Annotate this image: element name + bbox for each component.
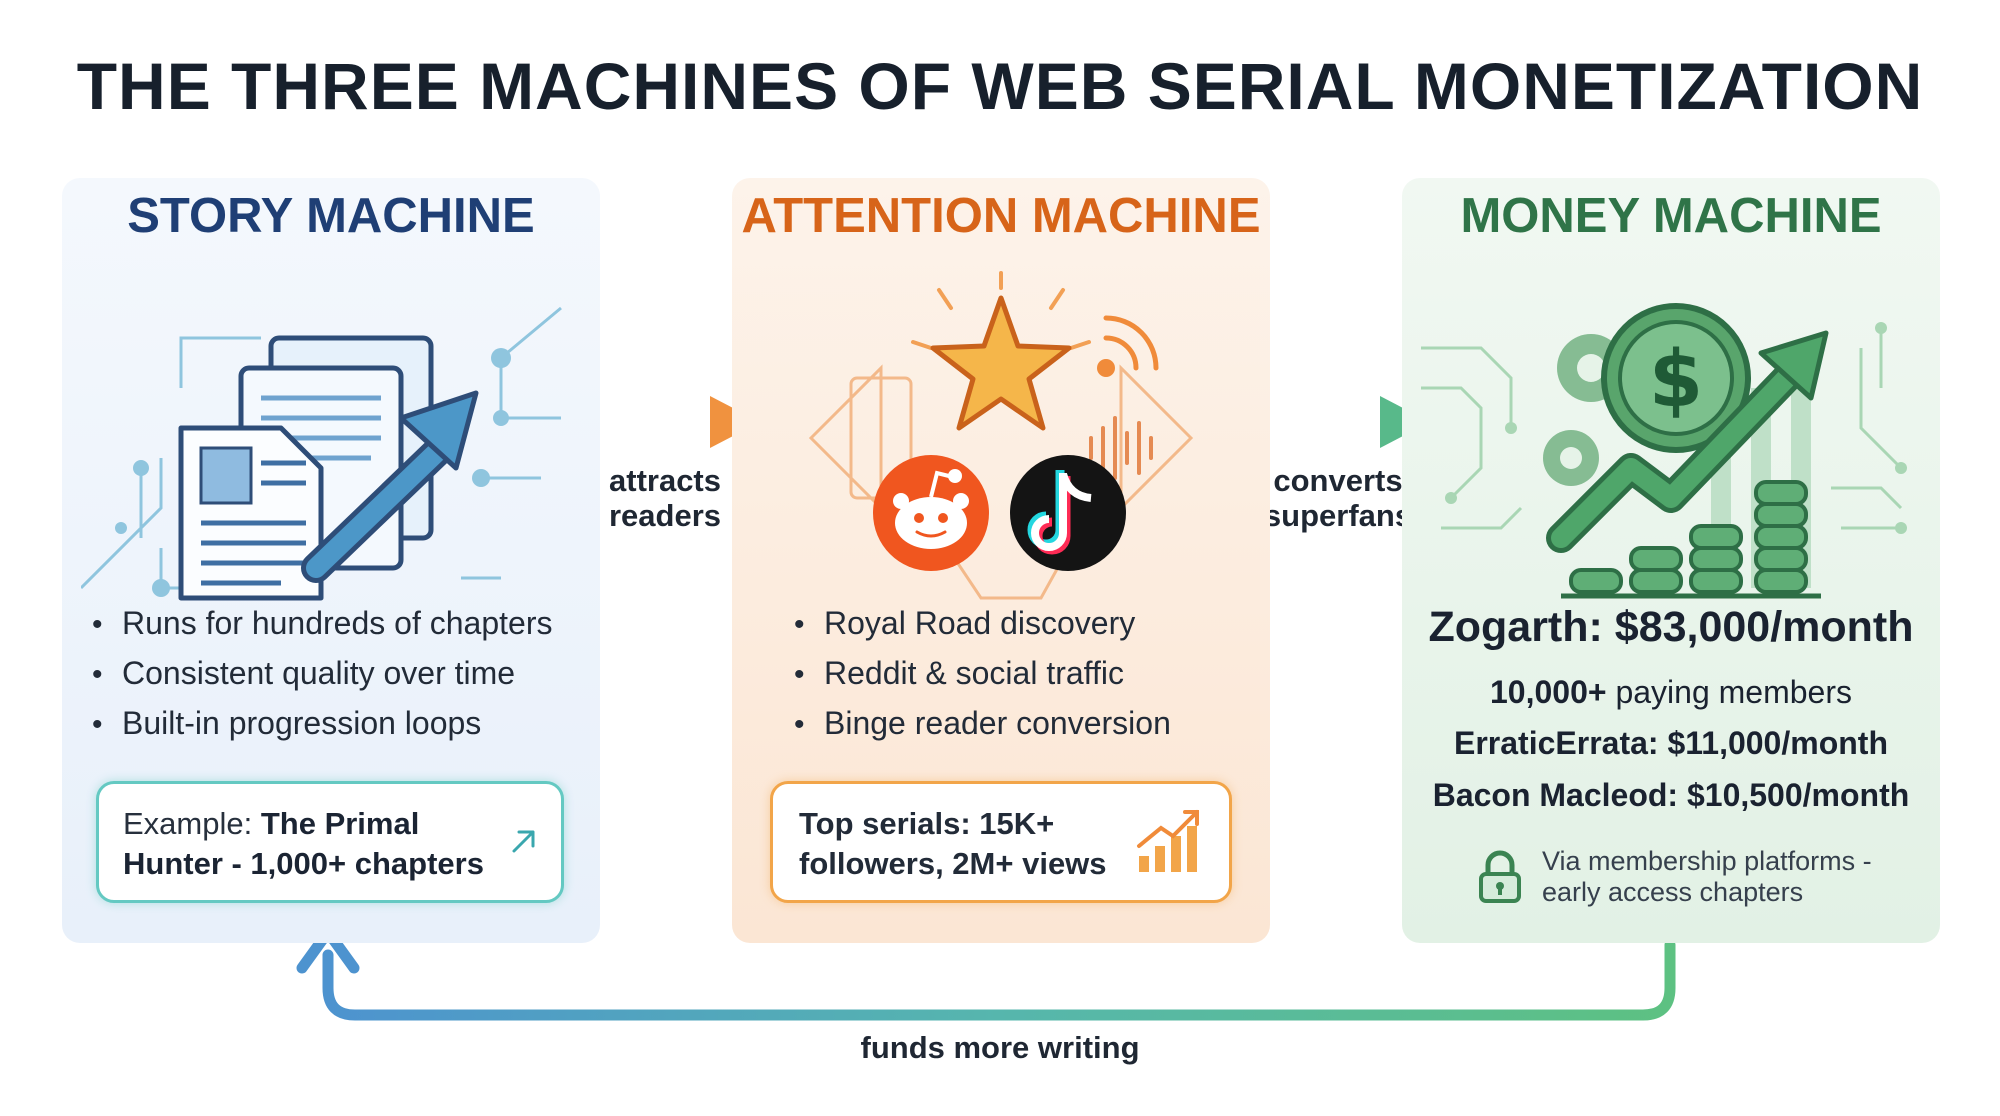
attention-machine-title: ATTENTION MACHINE (741, 189, 1261, 243)
note-line-2: early access chapters (1542, 877, 1804, 907)
membership-note: Via membership platforms - early access … (1542, 846, 1872, 908)
attention-stats-callout: Top serials: 15K+ followers, 2M+ views (770, 781, 1232, 903)
document-stack-growth-icon (81, 306, 562, 601)
money-machine-panel: MONEY MACHINE (1402, 178, 1940, 943)
story-example-callout: Example: The Primal Hunter - 1,000+ chap… (96, 781, 564, 903)
callout-prefix: Example: (123, 806, 261, 841)
attracts-line-1: attracts (609, 463, 721, 498)
attention-bullets: Royal Road discovery Reddit & social tra… (794, 598, 1171, 748)
story-machine-title: STORY MACHINE (127, 189, 535, 243)
attracts-readers-label: attracts readers (600, 463, 730, 533)
list-item: Consistent quality over time (92, 648, 552, 698)
converts-line-2: superfans (1263, 498, 1413, 533)
list-item: Royal Road discovery (794, 598, 1171, 648)
page-title: THE THREE MACHINES OF WEB SERIAL MONETIZ… (76, 49, 1924, 123)
members-text: paying members (1606, 674, 1852, 710)
funds-more-writing-label: funds more writing (860, 1030, 1140, 1065)
lock-icon (1479, 850, 1521, 903)
callout-line-2: Hunter - 1,000+ chapters (123, 846, 484, 881)
attracts-line-2: readers (608, 498, 722, 533)
money-growth-icon: $ (1421, 303, 1907, 599)
attention-machine-panel: ATTENTION MACHINE (732, 178, 1270, 943)
callout-line-2: followers, 2M+ views (799, 846, 1107, 881)
story-machine-panel: STORY MACHINE (62, 178, 600, 943)
list-item: Binge reader conversion (794, 698, 1171, 748)
paying-members: 10,000+ paying members (1402, 674, 1940, 711)
members-count: 10,000+ (1490, 674, 1607, 710)
bar-chart-growth-icon (1137, 810, 1199, 872)
bacon-macleod-revenue: Bacon Macleod: $10,500/month (1432, 777, 1910, 813)
reddit-icon (873, 455, 989, 571)
converts-superfans-label: converts superfans (1258, 463, 1418, 533)
callout-line-1: Top serials: 15K+ (799, 806, 1055, 841)
arrow-up-right-icon (512, 830, 535, 853)
list-item: Built-in progression loops (92, 698, 552, 748)
list-item: Reddit & social traffic (794, 648, 1171, 698)
converts-line-1: converts (1273, 463, 1403, 498)
money-machine-title: MONEY MACHINE (1460, 189, 1882, 243)
svg-text:$: $ (1649, 335, 1703, 425)
callout-title: The Primal (260, 806, 420, 841)
erraticerrata-revenue: ErraticErrata: $11,000/month (1454, 725, 1888, 761)
story-bullets: Runs for hundreds of chapters Consistent… (92, 598, 552, 748)
zogarth-revenue: Zogarth: $83,000/month (1428, 603, 1914, 651)
social-traffic-icon (808, 271, 1194, 600)
tiktok-icon (1010, 455, 1126, 571)
note-line-1: Via membership platforms - (1542, 846, 1872, 876)
list-item: Runs for hundreds of chapters (92, 598, 552, 648)
